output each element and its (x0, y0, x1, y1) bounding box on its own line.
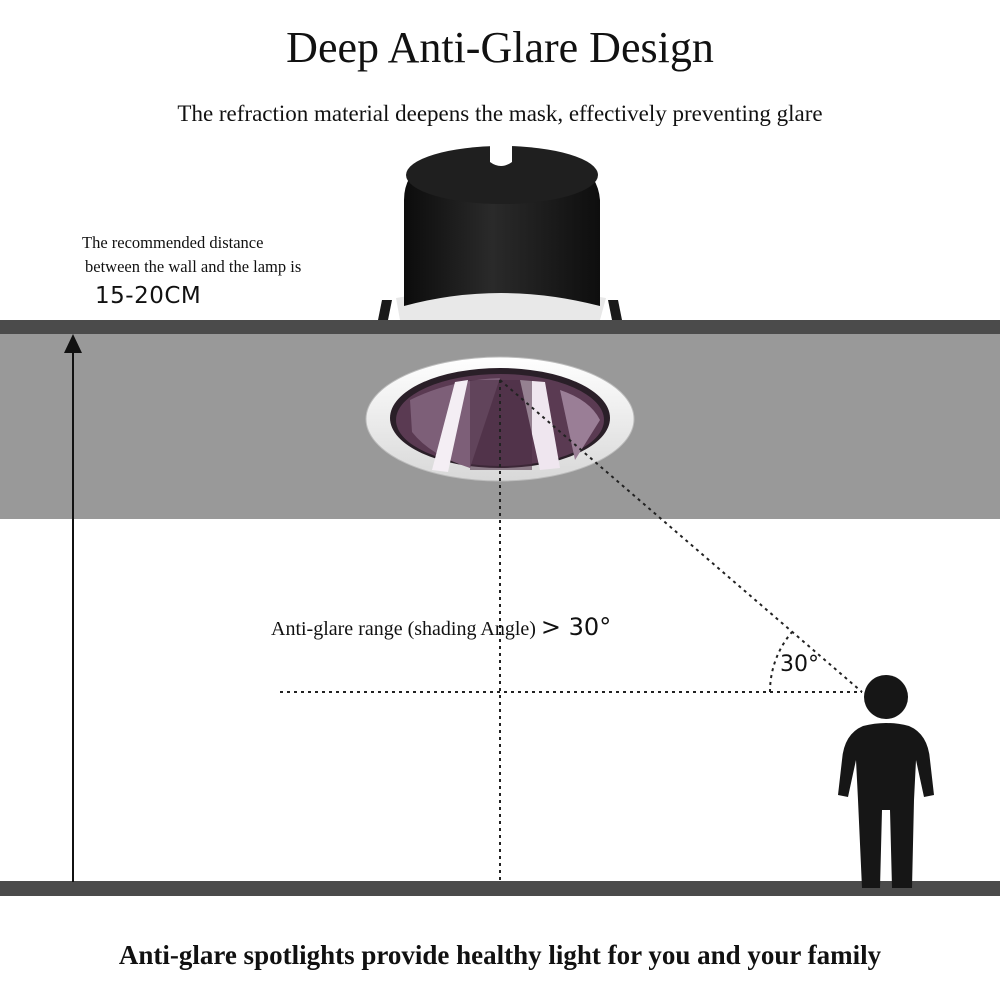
floor-line (0, 881, 1000, 896)
distance-note-line2: between the wall and the lamp is (85, 257, 302, 276)
angle-marker-label: 30° (780, 652, 819, 677)
anti-glare-range-value: > 30° (540, 613, 612, 641)
person-icon (838, 675, 934, 888)
spotlight-trim (365, 356, 635, 482)
spotlight-icon (378, 146, 622, 320)
distance-value: 15-20CM (95, 283, 202, 309)
anti-glare-range: Anti-glare range (shading Angle) > 30° (271, 613, 611, 641)
ceiling-edge (0, 320, 1000, 334)
anti-glare-range-label: Anti-glare range (shading Angle) (271, 618, 536, 640)
page-subtitle: The refraction material deepens the mask… (177, 101, 823, 126)
distance-note-line1: The recommended distance (82, 233, 264, 252)
vertical-arrow-icon (64, 334, 82, 882)
bottom-caption: Anti-glare spotlights provide healthy li… (118, 940, 882, 970)
page-title: Deep Anti-Glare Design (286, 23, 714, 72)
guide-lines (280, 379, 863, 882)
